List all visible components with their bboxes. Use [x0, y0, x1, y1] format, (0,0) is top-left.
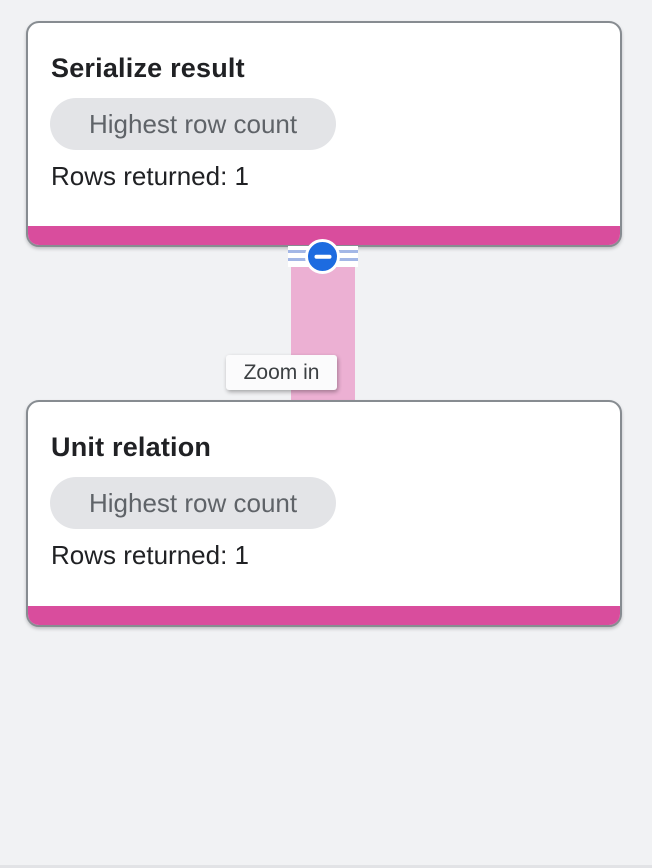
- rows-returned-label: Rows returned: 1: [51, 161, 249, 191]
- highest-row-count-badge: Highest row count: [50, 98, 337, 150]
- stage-title: Unit relation: [51, 432, 212, 462]
- stage-accent-bar: [28, 606, 620, 625]
- rows-returned-label: Rows returned: 1: [51, 540, 249, 570]
- minus-in-circle-icon: [314, 254, 331, 259]
- stage-accent-bar: [28, 226, 620, 245]
- highest-row-count-badge: Highest row count: [50, 477, 337, 529]
- stage-node-serialize-result[interactable]: Serialize result Highest row count Rows …: [26, 21, 622, 247]
- stage-node-unit-relation[interactable]: Unit relation Highest row count Rows ret…: [26, 400, 622, 627]
- stage-title: Serialize result: [51, 53, 245, 83]
- window-bottom-edge: [0, 865, 652, 868]
- collapse-edge-button[interactable]: [305, 239, 340, 274]
- zoom-in-tooltip: Zoom in: [226, 355, 337, 390]
